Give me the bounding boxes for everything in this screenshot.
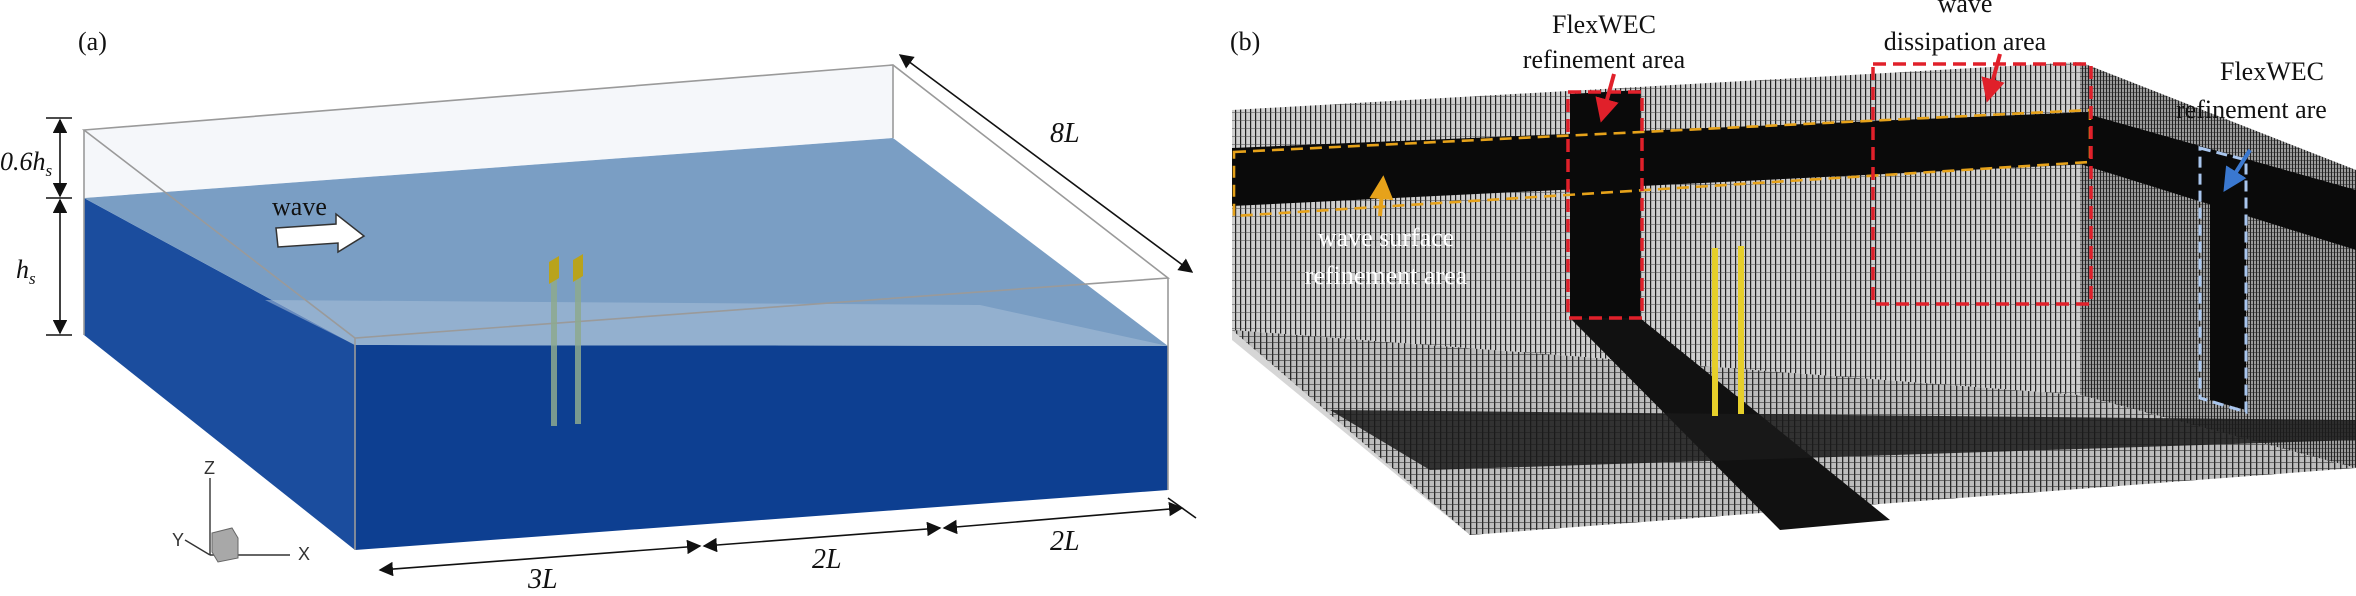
axes-cube-icon bbox=[211, 527, 239, 563]
flexwec-top-label-line2: refinement area bbox=[1523, 45, 1686, 74]
panel-a: (a) bbox=[0, 27, 1197, 595]
dissipation-label-line2: dissipation area bbox=[1884, 27, 2047, 56]
panel-b: (b) bbox=[1230, 0, 2356, 535]
flexwec-right-pointer bbox=[2223, 148, 2252, 193]
mesh-devices bbox=[1712, 246, 1744, 416]
surface-refinement-box bbox=[1232, 108, 2092, 218]
depth-dimensions bbox=[46, 117, 72, 336]
flexwec-right-label-line2: refinement are bbox=[2176, 95, 2327, 124]
air-back-wall bbox=[84, 65, 893, 198]
tank-outline bbox=[81, 64, 1171, 550]
wave-arrow-icon bbox=[275, 212, 366, 254]
floor-band bbox=[1330, 410, 2356, 470]
dissipation-label-line1: wave bbox=[1938, 0, 1993, 18]
axis-x-label: X bbox=[298, 544, 310, 564]
width-dimensions bbox=[378, 497, 1197, 577]
surface-label-line1: wave surface bbox=[1318, 223, 1454, 252]
segment-3-label: 2L bbox=[1050, 526, 1080, 557]
flexwec-refinement-box bbox=[1566, 90, 1644, 320]
side-flexwec-box bbox=[2198, 146, 2248, 415]
water-side-face bbox=[84, 198, 355, 550]
dissipation-pointer bbox=[1981, 53, 2005, 103]
wave-label: wave bbox=[272, 192, 327, 221]
surface-pointer bbox=[1369, 175, 1394, 217]
flexwec-right-label-line1: FlexWEC bbox=[2220, 57, 2324, 86]
axes-triad: Z Y X bbox=[172, 458, 310, 564]
water-tank bbox=[84, 65, 1168, 550]
mesh-domain bbox=[1232, 62, 2356, 535]
segment-2-label: 2L bbox=[812, 544, 842, 575]
water-front-face bbox=[355, 345, 1168, 550]
dissipation-box bbox=[1871, 62, 2093, 306]
water-depth-label: hs bbox=[16, 255, 36, 288]
surface-label-line2: refinement area bbox=[1305, 261, 1468, 290]
axis-z-label: Z bbox=[204, 458, 215, 478]
water-surface bbox=[84, 138, 1168, 346]
wave-direction: wave bbox=[272, 192, 366, 254]
flexwec-top-label-line1: FlexWEC bbox=[1552, 10, 1656, 39]
panel-a-label: (a) bbox=[78, 27, 107, 56]
side-flexwec-band bbox=[2210, 150, 2246, 410]
flexwec-devices bbox=[549, 254, 583, 426]
panel-b-label: (b) bbox=[1230, 27, 1260, 56]
length-dimension bbox=[898, 54, 1194, 273]
axis-y-label: Y bbox=[172, 530, 184, 550]
flexwec-refinement-band bbox=[1570, 90, 1640, 318]
segment-1-label: 3L bbox=[527, 564, 558, 595]
water-surface-highlight bbox=[265, 300, 1168, 346]
surface-refinement-band bbox=[1232, 112, 2090, 206]
length-label: 8L bbox=[1050, 118, 1080, 149]
flexwec-top-pointer bbox=[1595, 73, 1619, 123]
air-height-label: 0.6hs bbox=[0, 147, 53, 180]
